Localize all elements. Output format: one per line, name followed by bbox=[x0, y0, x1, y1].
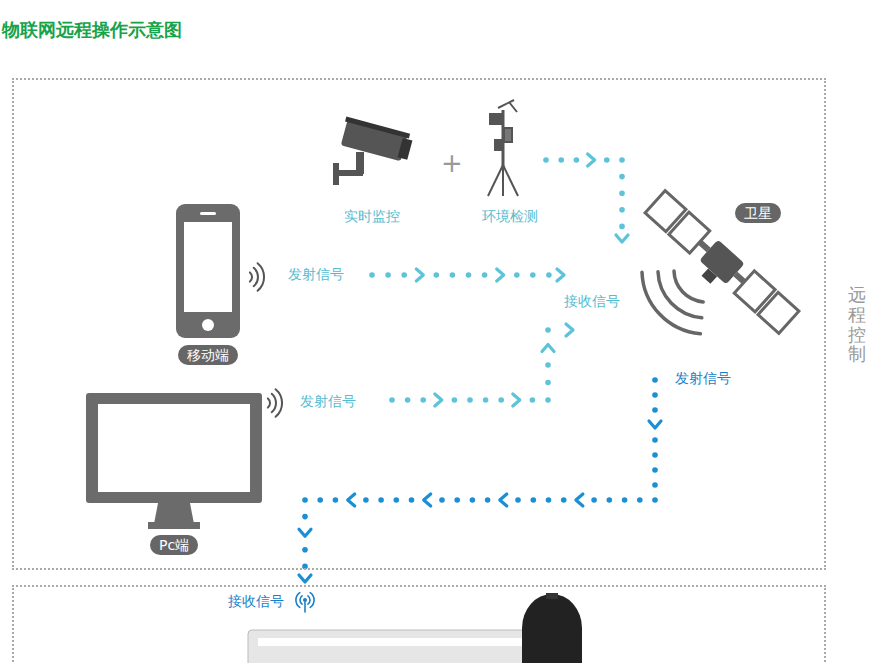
edge-label: 发射信号 bbox=[675, 370, 731, 388]
title: 物联网远程操作示意图 bbox=[2, 18, 182, 42]
edge-label: 发射信号 bbox=[300, 393, 356, 411]
receiver-device bbox=[248, 593, 582, 663]
satellite-icon bbox=[639, 191, 799, 340]
mobile-node: 移动端 bbox=[170, 200, 246, 368]
node-label: 环境检测 bbox=[482, 208, 538, 226]
name-pill: 移动端 bbox=[178, 345, 238, 365]
sensor-node: 环境检测 bbox=[466, 96, 554, 230]
signal-waves bbox=[250, 263, 703, 612]
plus-sign: + bbox=[441, 148, 463, 178]
edge-label: 发射信号 bbox=[288, 266, 344, 284]
dotted-connector bbox=[543, 154, 628, 242]
signal-label: 接收信号 bbox=[564, 293, 620, 311]
vertical-heading: 远程控制 bbox=[848, 285, 866, 364]
satellite-node: 卫星 bbox=[640, 188, 800, 338]
node-label: 实时监控 bbox=[344, 208, 400, 226]
dotted-connector bbox=[299, 377, 661, 582]
weather-station-icon bbox=[488, 100, 518, 196]
name-pill: 卫星 bbox=[735, 203, 781, 223]
dotted-connector bbox=[369, 269, 564, 281]
node-label: 接收信号 bbox=[226, 593, 286, 611]
control-region: 远程控制实时监控环境检测移动端Pc端卫星 bbox=[12, 78, 826, 570]
pc-node: Pc端 bbox=[82, 388, 266, 560]
phone-icon bbox=[176, 204, 240, 338]
monitor-icon bbox=[86, 393, 262, 529]
camera-icon bbox=[333, 117, 414, 185]
dotted-connector bbox=[389, 324, 573, 406]
camera-node: 实时监控 bbox=[322, 118, 422, 230]
device-region: 接收信号 bbox=[12, 585, 826, 663]
name-pill: Pc端 bbox=[150, 535, 198, 555]
